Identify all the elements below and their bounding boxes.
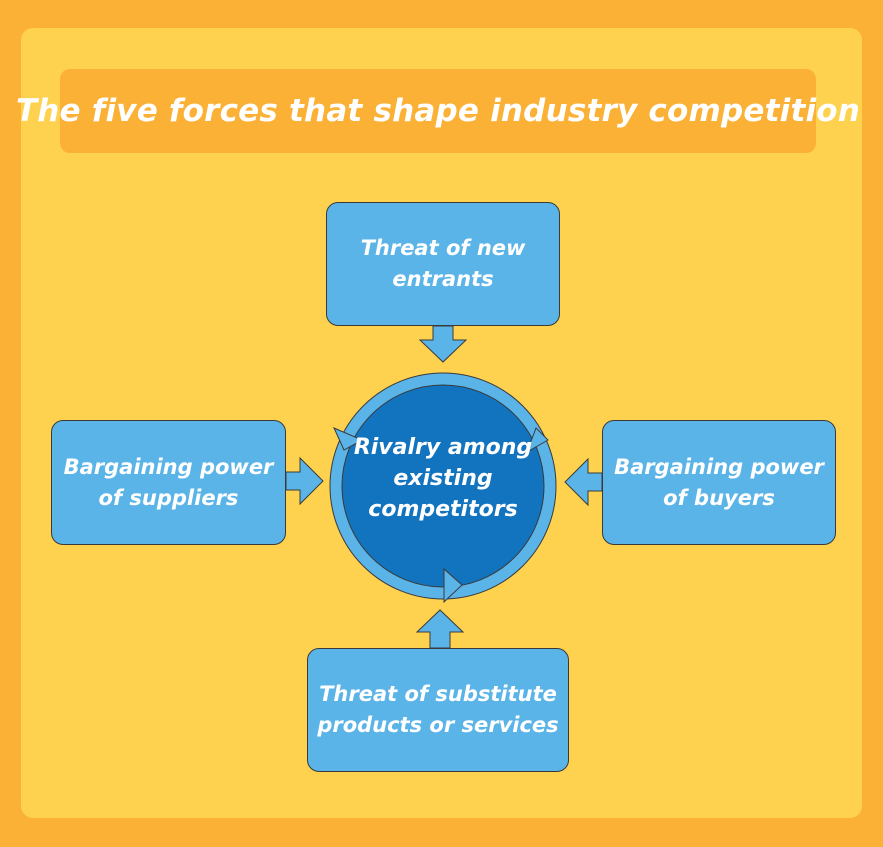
arrow-down-icon [418, 325, 468, 363]
cycle-arrowhead-icon [526, 427, 549, 454]
arrow-left-icon [564, 457, 603, 507]
arrow-right-icon [285, 456, 324, 506]
page-title: The five forces that shape industry comp… [15, 93, 861, 129]
force-label-buyers: Bargaining power of buyers [614, 454, 824, 510]
force-box-suppliers: Bargaining power of suppliers [51, 420, 286, 545]
arrow-up-icon [415, 609, 465, 649]
force-label-substitutes: Threat of substitute products or service… [317, 682, 559, 737]
force-box-buyers: Bargaining power of buyers [602, 420, 836, 545]
title-banner: The five forces that shape industry comp… [16, 69, 860, 153]
force-box-new-entrants: Threat of new entrants [326, 202, 560, 326]
force-label-new-entrants: Threat of new entrants [360, 236, 526, 291]
rivalry-label: Rivalry among existing competitors [353, 434, 533, 522]
force-box-substitutes: Threat of substitute products or service… [307, 648, 569, 772]
rivalry-circle [341, 384, 545, 588]
cycle-arrowhead-icon [443, 567, 463, 604]
cycle-arrowhead-icon [333, 427, 364, 451]
force-label-suppliers: Bargaining power of suppliers [63, 454, 274, 510]
